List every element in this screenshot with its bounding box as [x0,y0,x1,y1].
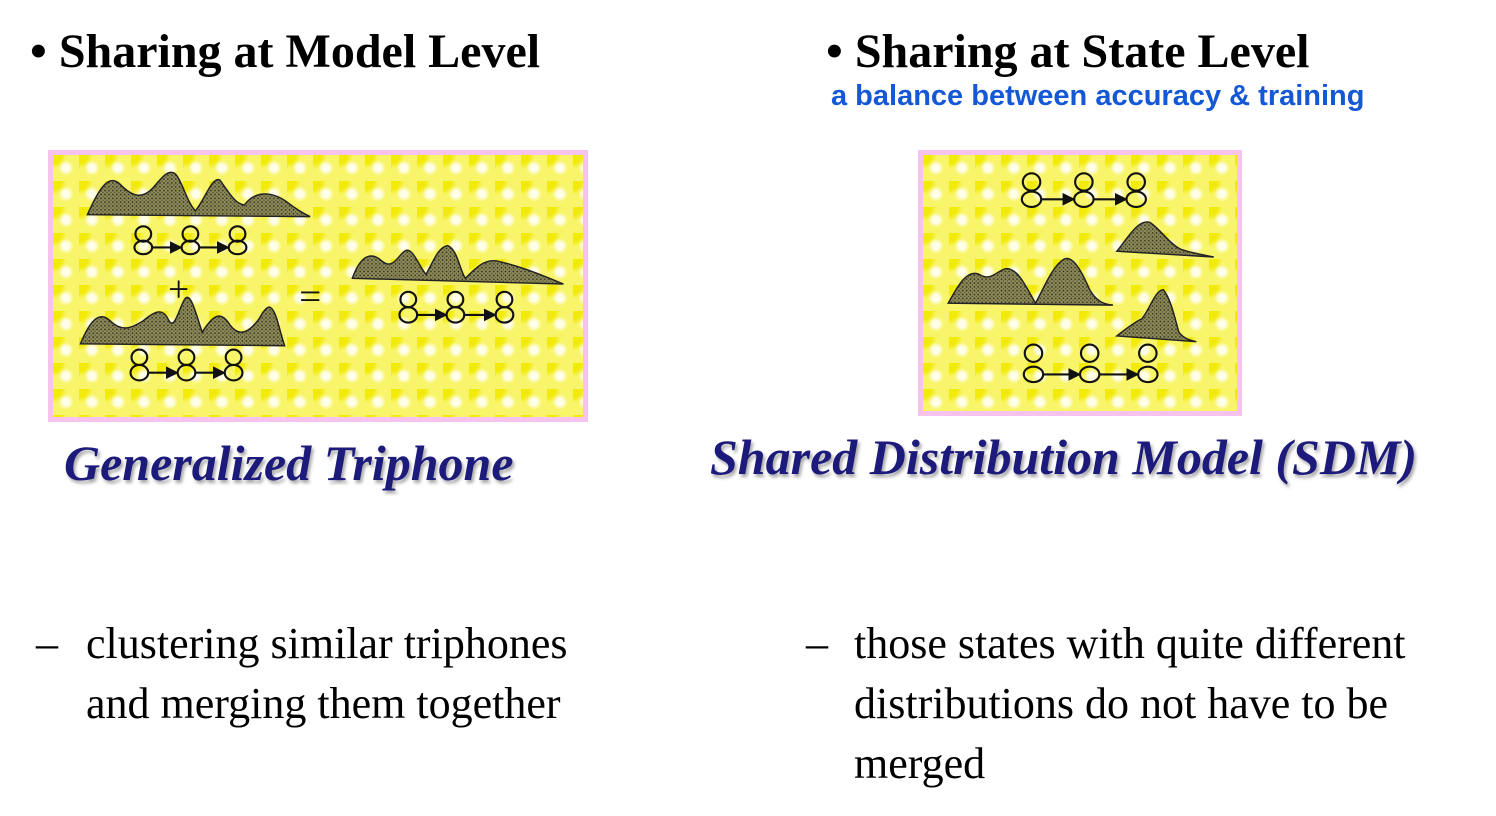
distribution-curve [1114,289,1197,343]
right-dash: – [806,619,828,668]
shared-distribution-figure [918,150,1242,416]
left-caption: Generalized Triphone [64,435,514,491]
hmm-chain-icon [1022,343,1159,384]
left-bullet: • [30,25,47,78]
hmm-chain-icon [129,348,244,382]
hmm-chain-icon [398,290,515,324]
distribution-curve [79,296,286,347]
left-detail-line: clustering similar triphones [86,619,568,668]
right-heading: • Sharing at State Level [826,28,1309,76]
distribution-curve [351,244,564,285]
equals-symbol: = [299,275,321,318]
right-detail-line: merged [854,739,986,788]
distribution-curve [1115,221,1214,258]
right-subnote: a balance between accuracy & training [831,80,1365,112]
hmm-chain-icon [1020,172,1147,209]
distribution-curve [86,171,311,218]
left-heading: • Sharing at Model Level [30,28,540,76]
right-heading-text: Sharing at State Level [854,25,1310,78]
distribution-curve [946,257,1114,306]
right-bullet: • [826,25,843,78]
left-dash: – [36,619,58,668]
right-detail-line: those states with quite different [854,619,1406,668]
generalized-triphone-diagram: + = [79,171,564,382]
right-caption: Shared Distribution Model (SDM) [710,429,1418,485]
right-detail-line: distributions do not have to be [854,679,1389,728]
left-heading-text: Sharing at Model Level [58,25,541,78]
right-detail: those states with quite different distri… [854,614,1406,794]
shared-distribution-diagram [946,172,1214,384]
left-detail-line: and merging them together [86,679,561,728]
hmm-chain-icon [133,225,248,256]
generalized-triphone-figure: + = [48,150,588,422]
left-detail: clustering similar triphones and merging… [86,614,567,734]
